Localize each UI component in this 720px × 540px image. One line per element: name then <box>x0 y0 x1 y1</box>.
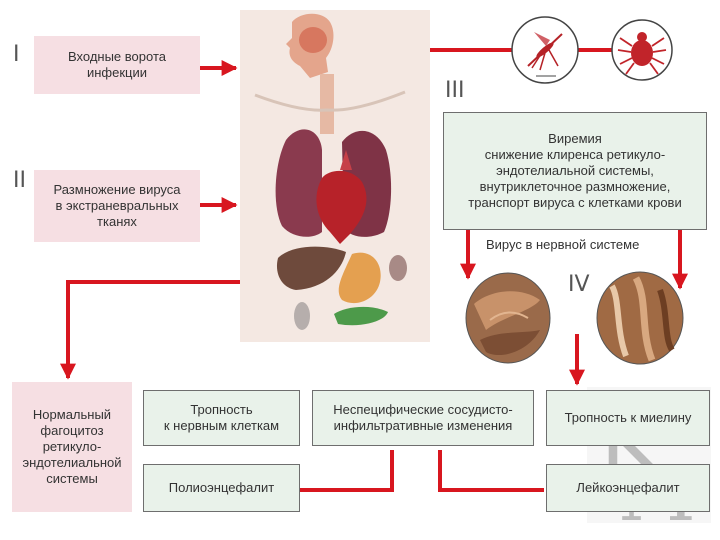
tropism-neurons-line-1: Тропность <box>190 402 253 417</box>
extraneural-line-1: Размножение вируса <box>53 182 181 197</box>
phagocytosis-line-3: ретикуло- <box>42 439 102 454</box>
viremia-line-2: снижение клиренса ретикуло- <box>484 147 666 162</box>
tropism-myelin-label: Тропность к миелину <box>564 410 692 425</box>
tropism-myelin-box: Тропность к миелину <box>546 390 710 446</box>
phagocytosis-line-4: эндотелиальной <box>22 455 122 470</box>
viremia-line-4: внутриклеточное размножение, <box>479 179 671 194</box>
extraneural-box: Размножение вируса в экстраневральных тк… <box>34 170 200 242</box>
stage-label-ii: II <box>13 168 26 193</box>
polioencephalitis-label: Полиоэнцефалит <box>168 480 275 495</box>
nonspecific-line-2: инфильтративные изменения <box>333 418 513 433</box>
viremia-box: Виремия снижение клиренса ретикуло- эндо… <box>443 112 707 230</box>
extraneural-line-2: в экстраневральных <box>55 198 179 213</box>
leukoencephalitis-box: Лейкоэнцефалит <box>546 464 710 512</box>
stage-label-iii: III <box>445 78 465 103</box>
stage-label-i: I <box>13 42 20 67</box>
viremia-title: Виремия <box>548 131 602 146</box>
arrow-to-phagocytosis <box>60 280 240 380</box>
flow-arrows <box>60 48 688 492</box>
tropism-neurons-line-2: к нервным клеткам <box>163 418 280 433</box>
brain-tissue-icon <box>465 272 551 364</box>
entry-gate-box: Входные ворота инфекции <box>34 36 200 94</box>
nonspecific-changes-box: Неспецифические сосудисто- инфильтративн… <box>312 390 534 446</box>
phagocytosis-line-1: Нормальный <box>32 407 112 422</box>
phagocytosis-line-2: фагоцитоз <box>40 423 104 438</box>
line-nonspecific-polio <box>300 450 394 492</box>
normal-phagocytosis-box: Нормальный фагоцитоз ретикуло- эндотелиа… <box>12 382 132 512</box>
myelin-tissue-icon <box>596 271 684 365</box>
virus-in-ns-label: Вирус в нервной системе <box>486 237 640 252</box>
entry-gate-line-2: инфекции <box>86 65 148 80</box>
anatomy-figure <box>254 13 407 330</box>
viremia-line-3: эндотелиальной системы, <box>496 163 654 178</box>
line-nonspecific-leuko <box>438 450 544 492</box>
nonspecific-line-1: Неспецифические сосудисто- <box>333 402 513 417</box>
tick-icon <box>611 19 673 81</box>
phagocytosis-line-5: системы <box>46 471 98 486</box>
mosquito-icon <box>511 16 579 84</box>
polioencephalitis-box: Полиоэнцефалит <box>143 464 300 512</box>
tropism-neurons-box: Тропность к нервным клеткам <box>143 390 300 446</box>
viremia-line-5: транспорт вируса с клетками крови <box>468 195 682 210</box>
stage-label-iv: IV <box>568 272 590 297</box>
extraneural-line-3: тканях <box>97 214 137 229</box>
entry-gate-line-1: Входные ворота <box>68 49 166 64</box>
leukoencephalitis-label: Лейкоэнцефалит <box>576 480 680 495</box>
